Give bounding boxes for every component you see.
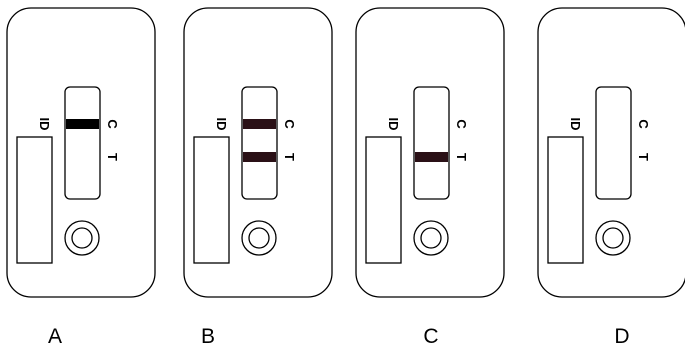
cassette-label-b: B — [201, 325, 215, 347]
cassette-label-d: D — [614, 325, 629, 347]
sample-well-outer — [64, 220, 100, 256]
cassette-a: ID C T — [6, 7, 156, 298]
test-mark: T — [105, 153, 120, 161]
result-window — [595, 86, 632, 200]
sample-well-outer — [241, 220, 277, 256]
sample-well-outer — [595, 220, 631, 256]
test-mark: T — [454, 153, 469, 161]
sample-well-outer — [413, 220, 449, 256]
cassette-body — [355, 7, 505, 298]
id-box — [365, 136, 402, 264]
sample-well-inner — [602, 227, 624, 249]
cassette-body — [183, 7, 333, 298]
test-mark: T — [282, 153, 297, 161]
id-label: ID — [37, 118, 52, 131]
control-band — [66, 119, 99, 129]
id-box — [193, 136, 230, 264]
control-band — [243, 119, 276, 129]
id-box — [16, 136, 53, 264]
id-label: ID — [568, 118, 583, 131]
result-window — [64, 86, 101, 200]
id-label: ID — [214, 118, 229, 131]
id-box — [547, 136, 584, 264]
cassette-label-c: C — [423, 325, 438, 347]
control-mark: C — [454, 119, 469, 129]
result-window — [241, 86, 278, 200]
control-mark: C — [282, 119, 297, 129]
test-band — [243, 152, 276, 162]
control-mark: C — [105, 119, 120, 129]
cassette-b: ID C T — [183, 7, 333, 298]
id-label: ID — [386, 118, 401, 131]
cassette-c: ID C T — [355, 7, 505, 298]
test-mark: T — [636, 153, 651, 161]
test-band — [415, 152, 448, 162]
cassette-d: ID C T — [537, 7, 685, 298]
cassette-body — [537, 7, 685, 298]
cassette-body — [6, 7, 156, 298]
sample-well-inner — [71, 227, 93, 249]
cassette-label-a: A — [48, 325, 62, 347]
sample-well-inner — [420, 227, 442, 249]
result-window — [413, 86, 450, 200]
control-mark: C — [636, 119, 651, 129]
sample-well-inner — [248, 227, 270, 249]
